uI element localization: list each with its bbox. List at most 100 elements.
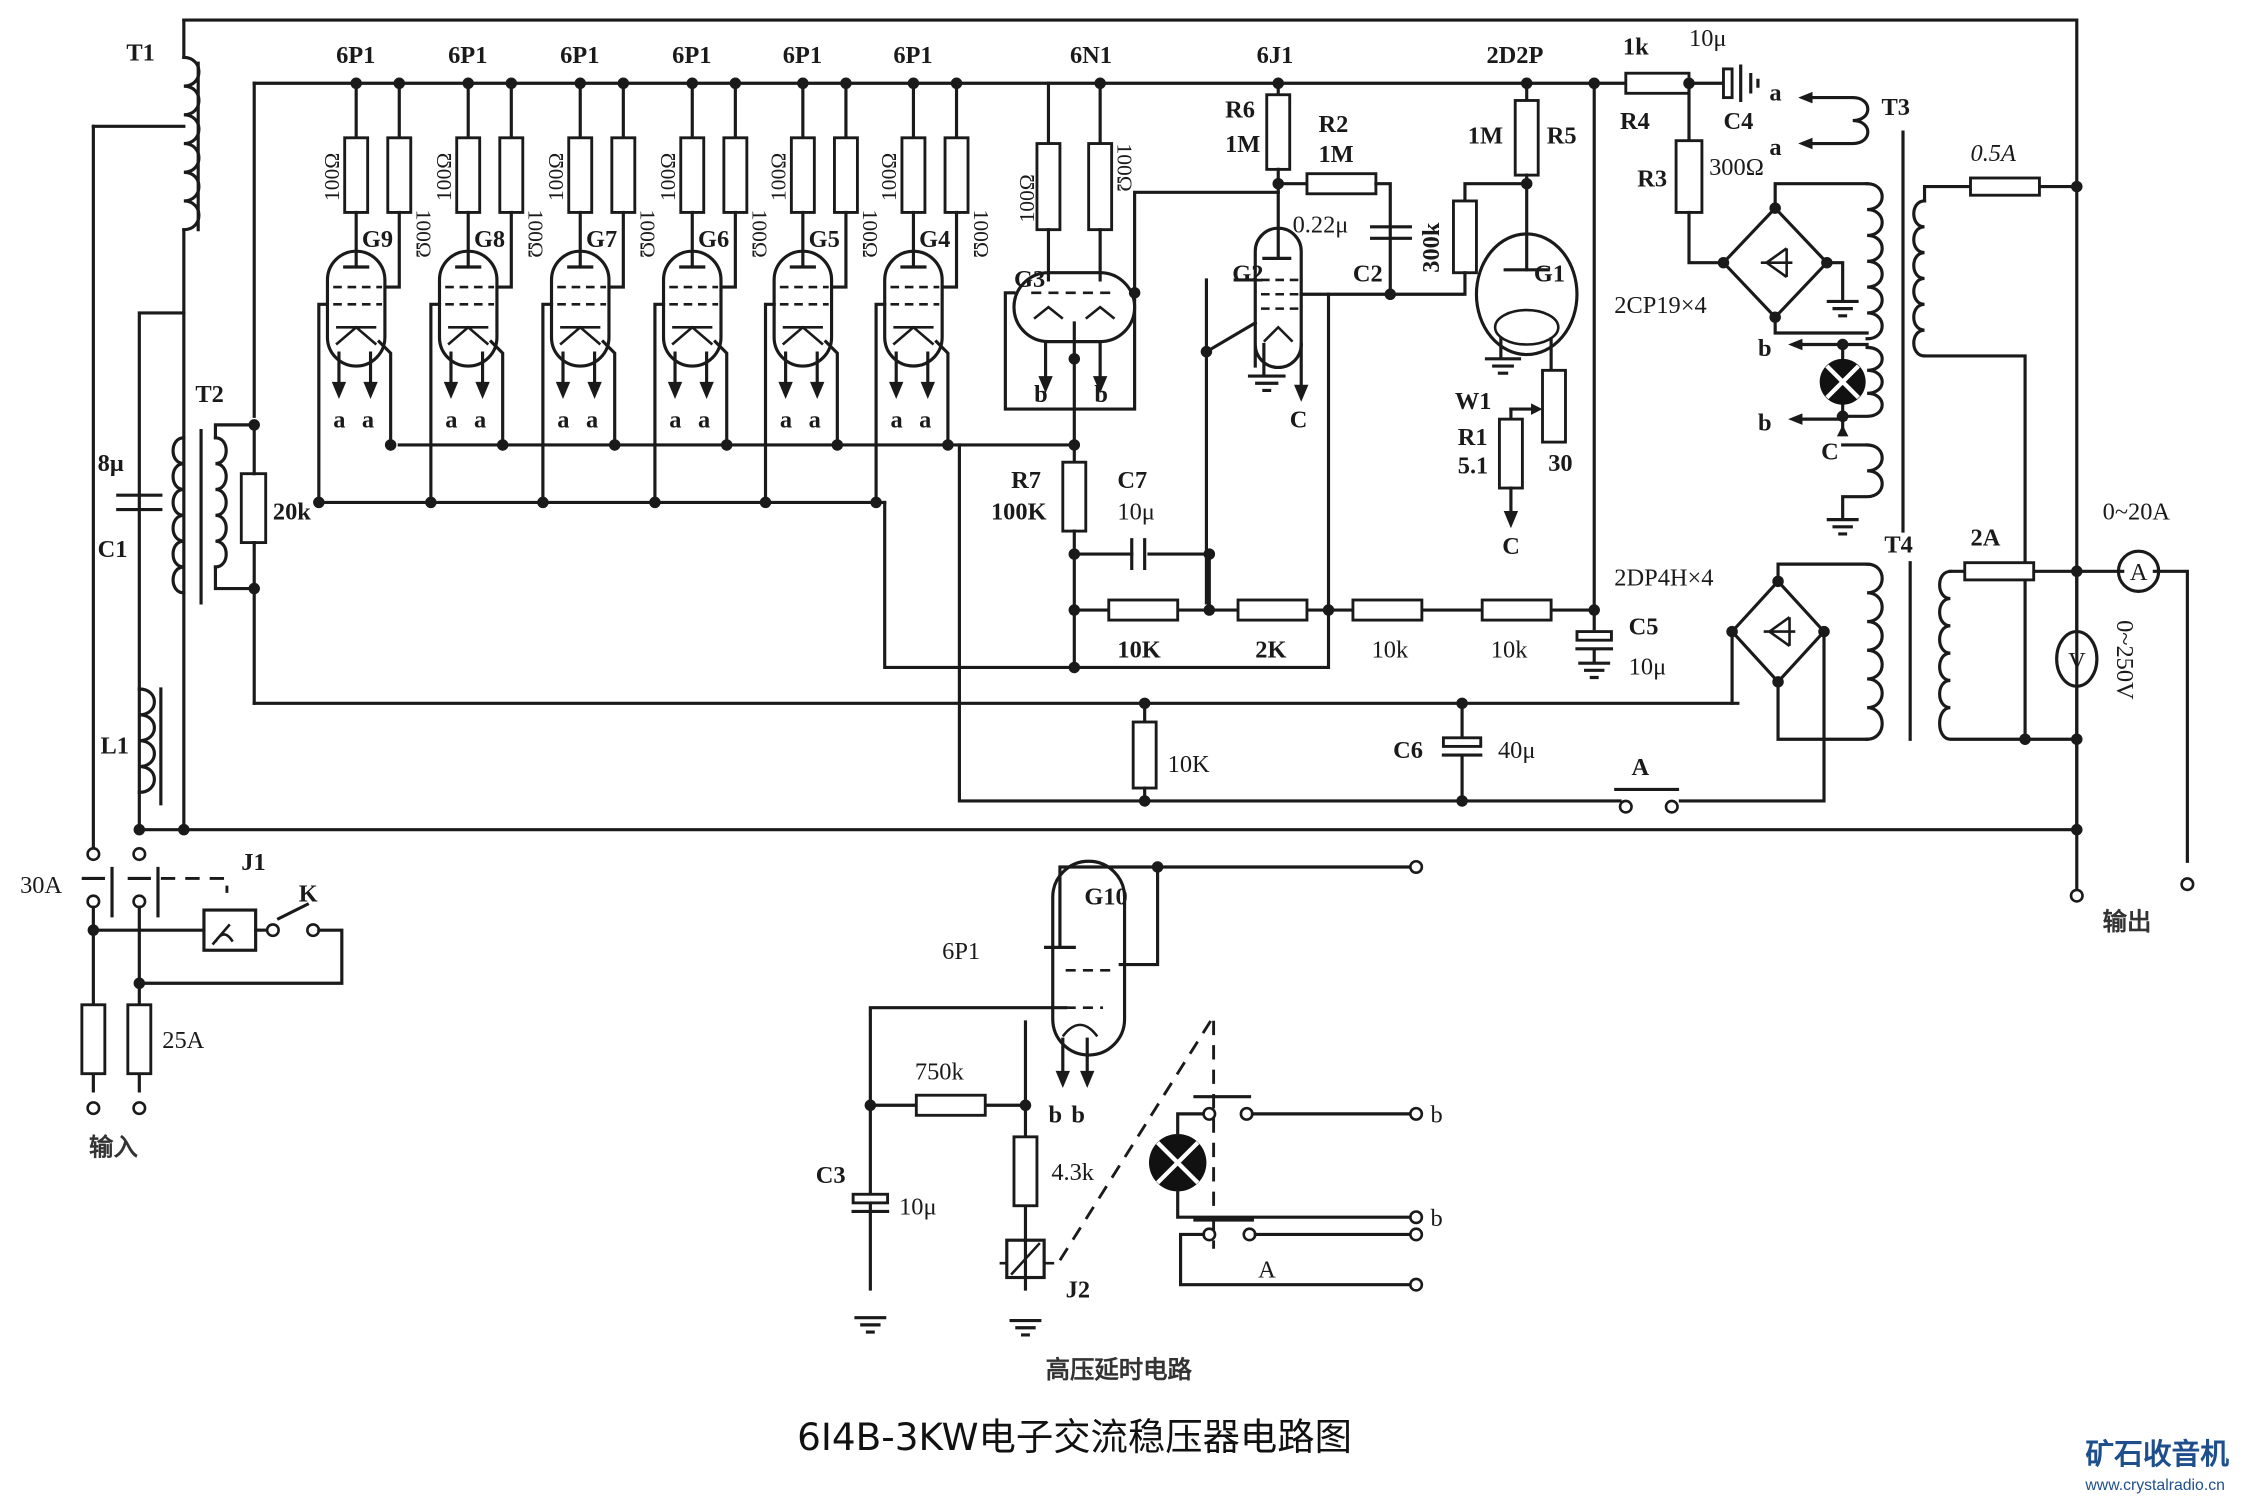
tube-tap-a2: a xyxy=(698,407,710,434)
c5-value: 10μ xyxy=(1629,654,1666,681)
t4-label: T4 xyxy=(1884,532,1912,559)
w1-value: 30 xyxy=(1548,450,1572,477)
tube-type-label: 6P1 xyxy=(783,42,822,69)
voltmeter xyxy=(2055,630,2099,688)
r4-value: 1k xyxy=(1623,34,1649,61)
bank-buses xyxy=(317,443,1076,670)
tube-tap-a1: a xyxy=(333,407,345,434)
grid-resistor-label: 100Ω xyxy=(432,153,456,201)
screen-resistor-label: 100Ω xyxy=(969,210,993,258)
screen-resistor-label: 100Ω xyxy=(636,210,660,258)
capacitor-c1: 8μ C1 xyxy=(98,450,163,563)
c6-ref: C6 xyxy=(1393,737,1423,764)
g3-r1-label: 100Ω xyxy=(1015,174,1039,222)
t3-tap-b2: b xyxy=(1758,410,1772,437)
r7-value: 100K xyxy=(991,499,1047,526)
c2-value: 0.22μ xyxy=(1293,212,1349,239)
t3-tap-b1: b xyxy=(1758,335,1772,362)
t1-label: T1 xyxy=(126,39,154,66)
w1-ref: W1 xyxy=(1455,388,1492,415)
g1-ref: G1 xyxy=(1534,260,1565,287)
c3-ref: C3 xyxy=(816,1162,846,1189)
c4-ref: C4 xyxy=(1723,108,1753,135)
r2-value: 1M xyxy=(1318,141,1353,168)
r20k-label: 20k xyxy=(273,499,311,526)
t2-label: T2 xyxy=(195,381,223,408)
screen-resistor-label: 100Ω xyxy=(524,210,548,258)
g10-tap-b1: b xyxy=(1048,1101,1062,1128)
t3-label: T3 xyxy=(1881,94,1909,121)
divider-r3: 10k xyxy=(1372,636,1409,663)
input-label: 输入 xyxy=(89,1133,138,1162)
delay-out-b2: b xyxy=(1430,1205,1442,1232)
t3-tap-a2: a xyxy=(1769,134,1781,161)
g2-type: 6J1 xyxy=(1257,42,1294,69)
c1-value: 8μ xyxy=(98,450,124,477)
hv-supply: 10K C6 40μ A xyxy=(957,443,1680,814)
delay-contact-a: A xyxy=(1258,1257,1276,1284)
tube-ref-label: G7 xyxy=(586,226,617,253)
g1-type: 2D2P xyxy=(1486,42,1543,69)
transformer-t2: T2 20k xyxy=(171,381,1740,705)
feedback-network: R7 100K C7 10μ 10K 2K 10k 10k C5 10μ xyxy=(991,81,1666,681)
g3-type: 6N1 xyxy=(1070,42,1112,69)
r10k-bottom-label: 10K xyxy=(1168,751,1210,778)
r3-value: 300Ω xyxy=(1709,154,1764,181)
tube-tap-a2: a xyxy=(586,407,598,434)
diagram-title: 6I4B-3KW电子交流稳压器电路图 xyxy=(797,1415,1352,1459)
c2-ref: C2 xyxy=(1353,260,1383,287)
tube-type-label: 6P1 xyxy=(893,42,932,69)
watermark-name: 矿石收音机 xyxy=(2085,1437,2229,1471)
tube-type-label: 6P1 xyxy=(560,42,599,69)
reference-supply: 1k R4 10μ C4 R3 300Ω 2CP19×4 xyxy=(1588,25,1869,335)
tube-tap-a1: a xyxy=(890,407,902,434)
ammeter-symbol: A xyxy=(2130,559,2148,586)
breaker-30a-label: 30A xyxy=(20,872,62,899)
transformer-t1: T1 xyxy=(126,39,201,232)
watermark-url: www.crystalradio.cn xyxy=(2084,1477,2224,1494)
tube-tap-a1: a xyxy=(445,407,457,434)
grid-resistor-label: 100Ω xyxy=(544,153,568,201)
grid-resistor-label: 100Ω xyxy=(767,153,791,201)
r7-ref: R7 xyxy=(1011,467,1041,494)
relay-j1-label: J1 xyxy=(241,849,265,876)
fuse-05a-label: 0.5A xyxy=(1971,140,2017,167)
tube-tap-a2: a xyxy=(919,407,931,434)
l1-label: L1 xyxy=(101,733,129,760)
fuse-25a-label: 25A xyxy=(162,1027,204,1054)
g10-ref: G10 xyxy=(1084,883,1127,910)
r1-ref: R1 xyxy=(1458,424,1488,451)
c7-value: 10μ xyxy=(1117,499,1154,526)
r1-value: 5.1 xyxy=(1458,453,1489,480)
tube-ref-label: G6 xyxy=(698,226,729,253)
output-label: 输出 xyxy=(2103,907,2152,936)
voltmeter-symbol: V xyxy=(2068,648,2086,675)
g2-tap-c: C xyxy=(1290,407,1308,434)
g10-tap-b2: b xyxy=(1071,1101,1085,1128)
divider-r2: 2K xyxy=(1255,636,1286,663)
main-wiring xyxy=(91,18,2079,849)
delay-circuit: G10 6P1 b b 750k 4.3k J2 C3 10μ xyxy=(816,859,1443,1384)
inductor-l1: L1 xyxy=(101,687,163,806)
switch-k-label: K xyxy=(299,880,318,907)
g3-r2-label: 100Ω xyxy=(1112,144,1136,192)
t3-tap-a1: a xyxy=(1769,79,1781,106)
tube-type-label: 6P1 xyxy=(448,42,487,69)
fuse-2a-label: 2A xyxy=(1971,524,2001,551)
screen-resistor-label: 100Ω xyxy=(748,210,772,258)
g3-tap-b1: b xyxy=(1034,381,1048,408)
tube-tap-a2: a xyxy=(474,407,486,434)
divider-r1: 10K xyxy=(1117,636,1160,663)
divider-r4: 10k xyxy=(1491,636,1528,663)
ammeter xyxy=(2116,549,2161,593)
c4-value: 10μ xyxy=(1689,25,1726,52)
r6-value: 1M xyxy=(1225,131,1260,158)
delay-caption: 高压延时电路 xyxy=(1046,1355,1193,1384)
c6-value: 40μ xyxy=(1498,737,1535,764)
grid-resistor-label: 100Ω xyxy=(877,153,901,201)
r750k-label: 750k xyxy=(915,1058,965,1085)
